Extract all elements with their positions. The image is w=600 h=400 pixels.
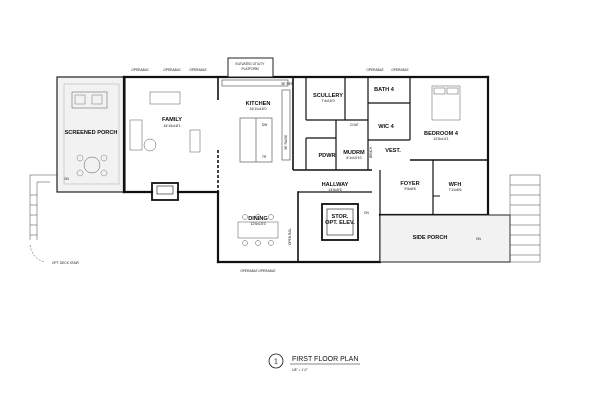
- room-size-bedroom4: 12'6x14'1: [433, 137, 448, 141]
- room-label-kitchen: KITCHEN: [246, 101, 271, 107]
- deck-stair-label: OPT. DECK STAIR: [52, 261, 80, 265]
- family-furniture: [129, 91, 201, 153]
- operable-window-1: OPERABLE: [131, 68, 148, 72]
- switch-on-side-porch: ON: [476, 237, 481, 241]
- room-label-screened-porch: SCREENED PORCH: [65, 130, 118, 136]
- room-size-wfh: 7'11x8'6: [449, 188, 462, 192]
- operable-window-5: OPERABLE: [391, 68, 408, 72]
- room-size-kitchen: 16'11x16'0: [250, 107, 267, 111]
- switch-on-hall: ON: [364, 211, 369, 215]
- operable-window-2: OPERABLE: [163, 68, 180, 72]
- operable-window-6: OPERABLE: [240, 269, 257, 273]
- operable-window-3: OPERABLE: [189, 68, 206, 72]
- room-label-elevator: OPT. ELEV.: [325, 220, 355, 226]
- utility-platform: [227, 57, 274, 78]
- room-label-mudroom: MUDRM: [343, 150, 365, 156]
- bench-label: BENCH: [369, 146, 373, 158]
- coat-closet-label: COAT: [350, 123, 359, 127]
- drawing-number-bubble: [268, 353, 284, 369]
- room-label-vest: VEST.: [385, 148, 401, 154]
- room-label-family: FAMILY: [162, 117, 182, 123]
- operable-window-4: OPERABLE: [366, 68, 383, 72]
- kitchen-raise-label: 36" RAISE: [284, 135, 288, 150]
- room-label-side-porch: SIDE PORCH: [413, 235, 448, 241]
- fridge-label: 36" REF: [281, 82, 293, 86]
- room-labels: SCREENED PORCH FAMILY 16'10x18'1 KITCHEN…: [65, 87, 462, 241]
- operable-window-7: OPERABLE: [258, 269, 275, 273]
- open-rail-label: OPEN RAIL: [288, 228, 292, 245]
- side-porch-area: [379, 174, 541, 263]
- room-label-hallway: HALLWAY: [322, 182, 349, 188]
- room-label-bath4: BATH 4: [374, 87, 395, 93]
- interior-walls: [217, 77, 488, 241]
- room-size-scullery: 7'4x15'0: [321, 99, 334, 103]
- title-block: 1 FIRST FLOOR PLAN 1/8" = 1'-0": [268, 353, 360, 372]
- screened-porch-area: [56, 76, 126, 193]
- room-label-scullery: SCULLERY: [313, 93, 343, 99]
- room-size-foyer: 9'5x8'8: [404, 187, 415, 191]
- dishwasher-label: DW: [262, 123, 267, 127]
- room-size-dining: 12'6x15'3: [250, 222, 265, 226]
- room-label-dining: DINING: [248, 216, 268, 222]
- room-label-wic4: WIC 4: [378, 124, 394, 130]
- switch-on-porch: ON: [64, 177, 69, 181]
- trash-label: TR: [262, 155, 267, 159]
- drawing-scale: 1/8" = 1'-0": [292, 368, 308, 372]
- room-label-storage: STOR.: [332, 214, 349, 220]
- deck-stair: [29, 174, 57, 263]
- annotations: ELEVATED UTILITY PLATFORM OPERABLE OPERA…: [52, 62, 481, 273]
- room-label-powder: PDWR: [318, 153, 335, 159]
- utility-platform-label-1: ELEVATED UTILITY: [236, 62, 266, 66]
- bedroom-bed: [431, 85, 461, 121]
- kitchen-fixtures: [221, 79, 291, 163]
- room-label-wfh: WFH: [449, 182, 462, 188]
- dining-table: [237, 214, 279, 246]
- drawing-title: FIRST FLOOR PLAN: [292, 356, 358, 363]
- room-label-bedroom4: BEDROOM 4: [424, 131, 459, 137]
- room-size-family: 16'10x18'1: [163, 124, 180, 128]
- room-size-hallway: 14'6x5'6: [328, 188, 341, 192]
- room-label-foyer: FOYER: [400, 181, 419, 187]
- drawing-number: 1: [274, 359, 278, 366]
- utility-platform-label-2: PLATFORM: [241, 67, 258, 71]
- room-size-mudroom: 8'1x10'10: [346, 156, 361, 160]
